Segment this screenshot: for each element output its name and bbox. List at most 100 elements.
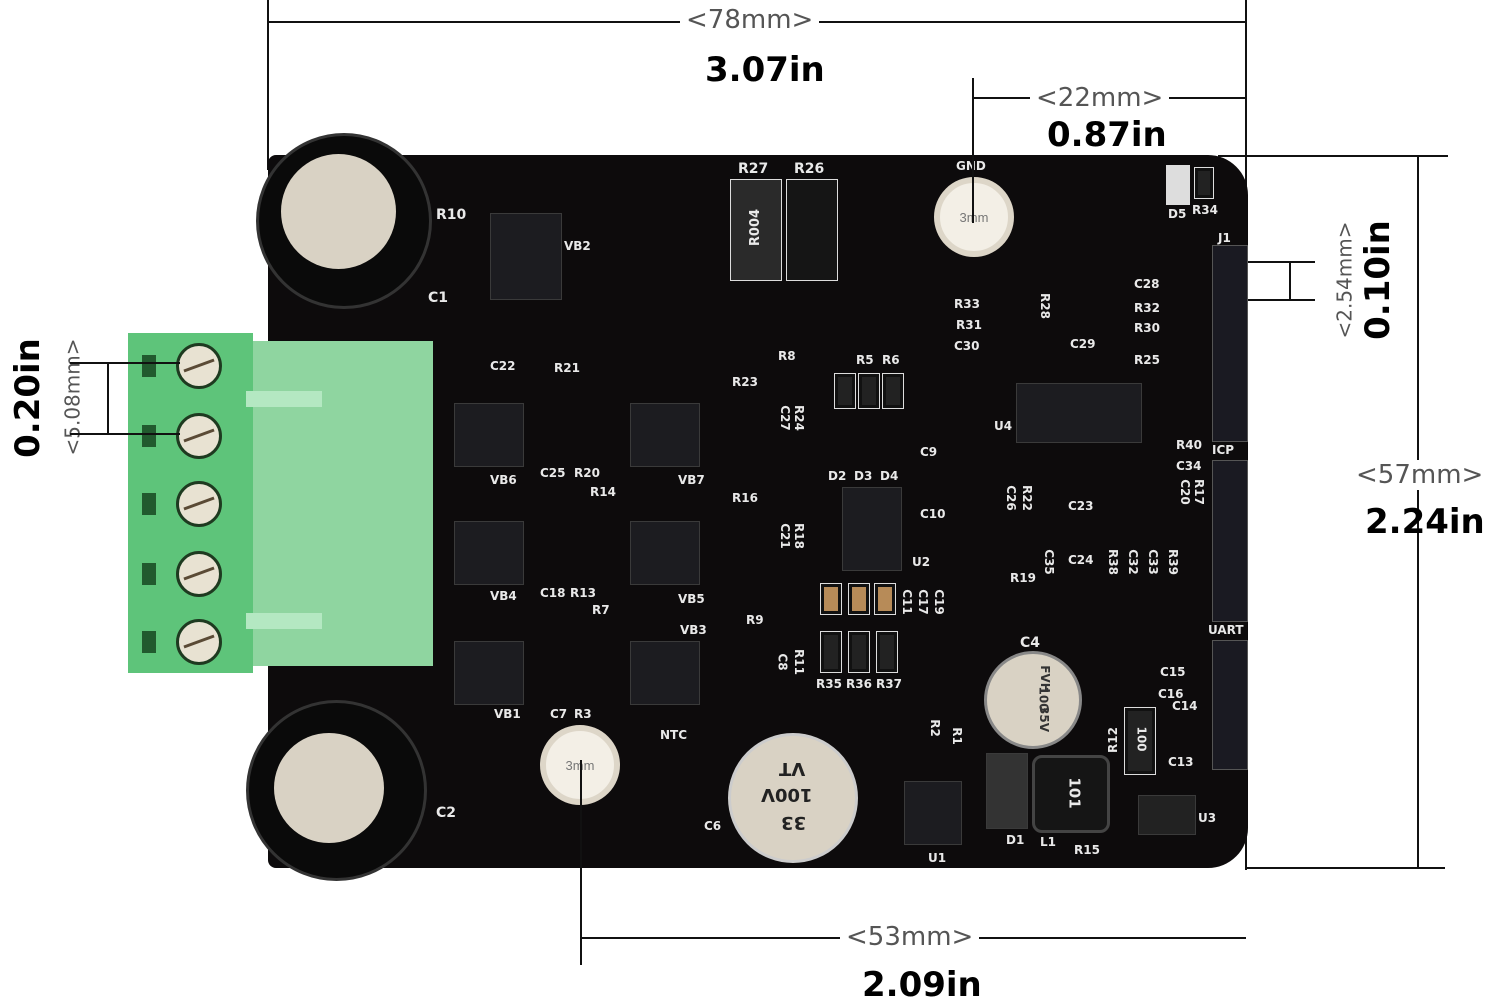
width-mm-label: <78mm>	[680, 5, 820, 35]
gnd-edge-mm-label: <22mm>	[1030, 83, 1170, 113]
dim-pitch-top	[1245, 261, 1315, 263]
dim-extension-gnd	[972, 78, 974, 223]
r32-label: R32	[1134, 301, 1160, 315]
terminal-screw[interactable]	[176, 481, 222, 527]
terminal-slot	[142, 493, 156, 515]
r39-label: R39	[1165, 549, 1180, 575]
c15-label: C15	[1160, 665, 1186, 679]
width-in-label: 3.07in	[705, 50, 825, 90]
r3-label: R3	[574, 707, 592, 721]
terminal-screw[interactable]	[176, 343, 222, 389]
r6-label: R6	[882, 353, 900, 367]
c9-label: C9	[920, 445, 938, 459]
vb6-mosfet	[454, 403, 524, 467]
r33-label: R33	[954, 297, 980, 311]
r18-label: R18	[791, 523, 806, 549]
r2-label: R2	[927, 719, 942, 737]
r20-label: R20	[574, 466, 600, 480]
pitch-in-label: 0.10in	[1357, 220, 1398, 340]
r24-label: R24	[791, 405, 806, 431]
c19-label: C19	[931, 589, 946, 615]
dim-pitch-line	[1289, 262, 1291, 300]
d5-led	[1166, 165, 1190, 205]
c32-label: C32	[1125, 549, 1140, 575]
icp-pin-header	[1212, 460, 1248, 622]
c2-capacitor	[246, 700, 427, 881]
gnd-label: GND	[956, 159, 986, 173]
r13-label: R13	[570, 586, 596, 600]
terminal-tab-bottom	[246, 613, 322, 629]
r4-resistor	[834, 373, 856, 409]
j1-label: J1	[1218, 231, 1231, 245]
r9-label: R9	[746, 613, 764, 627]
r6-resistor	[882, 373, 904, 409]
terminal-screw[interactable]	[176, 551, 222, 597]
terminal-tab-top	[246, 391, 322, 407]
r14-label: R14	[590, 485, 616, 499]
d2-label: D2	[828, 469, 847, 483]
r37-resistor	[876, 631, 898, 673]
r22-label: R22	[1019, 485, 1034, 511]
r12-resistor: 100	[1124, 707, 1156, 775]
u3-label: U3	[1198, 811, 1217, 825]
height-mm-label: <57mm>	[1350, 460, 1490, 490]
r23-label: R23	[732, 375, 758, 389]
dim-extension-hole-over	[580, 760, 582, 870]
r5-label: R5	[856, 353, 874, 367]
u1-ic	[904, 781, 962, 845]
c35-label: C35	[1041, 549, 1056, 575]
dim-extension-left	[267, 0, 269, 170]
terminal-screw[interactable]	[176, 413, 222, 459]
c13-label: C13	[1168, 755, 1194, 769]
c18-label: C18	[540, 586, 566, 600]
r21-label: R21	[554, 361, 580, 375]
c20-label: C20	[1177, 479, 1192, 505]
terminal-screw[interactable]	[176, 619, 222, 665]
r17-label: R17	[1191, 479, 1206, 505]
r15-label: R15	[1074, 843, 1100, 857]
l1-label: L1	[1040, 835, 1056, 849]
vb2-mosfet	[490, 213, 562, 300]
r30-label: R30	[1134, 321, 1160, 335]
r10-label: R10	[436, 207, 467, 223]
terminal-mm-label: <5.08mm>	[60, 338, 85, 456]
vb1-label: VB1	[494, 707, 521, 721]
r35-label: R35	[816, 677, 842, 691]
r16-label: R16	[732, 491, 758, 505]
c8-label: C8	[775, 653, 790, 671]
u2-label: U2	[912, 555, 931, 569]
vb7-label: VB7	[678, 473, 705, 487]
d1-label: D1	[1006, 833, 1025, 847]
terminal-slot	[142, 355, 156, 377]
dim-pitch-bottom	[1245, 299, 1315, 301]
c34-label: C34	[1176, 459, 1202, 473]
r31-label: R31	[956, 318, 982, 332]
r40-label: R40	[1176, 438, 1202, 452]
mounting-hole-gnd: 3mm	[934, 177, 1014, 257]
r1-label: R1	[949, 727, 964, 745]
dim-terminal-top-ext	[70, 362, 180, 364]
u3-regulator	[1138, 795, 1196, 835]
dim-extension-bottom	[1245, 867, 1445, 869]
gnd-edge-in-label: 0.87in	[1047, 115, 1167, 155]
r36-resistor	[848, 631, 870, 673]
j1-pin-header	[1212, 245, 1248, 442]
l1-inductor: 101	[1032, 755, 1110, 833]
vb4-label: VB4	[490, 589, 517, 603]
c14-label: C14	[1172, 699, 1198, 713]
r27-label: R27	[738, 161, 769, 177]
c7-label: C7	[550, 707, 568, 721]
r8-label: R8	[778, 349, 796, 363]
ntc-label: NTC	[660, 728, 688, 742]
dim-extension-top	[1218, 155, 1448, 157]
r34-label: R34	[1192, 203, 1218, 217]
u4-label: U4	[994, 419, 1013, 433]
r26-shunt-resistor	[786, 179, 838, 281]
vb7-mosfet	[630, 403, 700, 467]
c6-capacitor: VT 100V 33	[728, 733, 858, 863]
vb2-label: VB2	[564, 239, 591, 253]
r12-label: R12	[1105, 727, 1120, 753]
d5-label: D5	[1168, 207, 1187, 221]
c22-label: C22	[490, 359, 516, 373]
r11-label: R11	[791, 649, 806, 675]
